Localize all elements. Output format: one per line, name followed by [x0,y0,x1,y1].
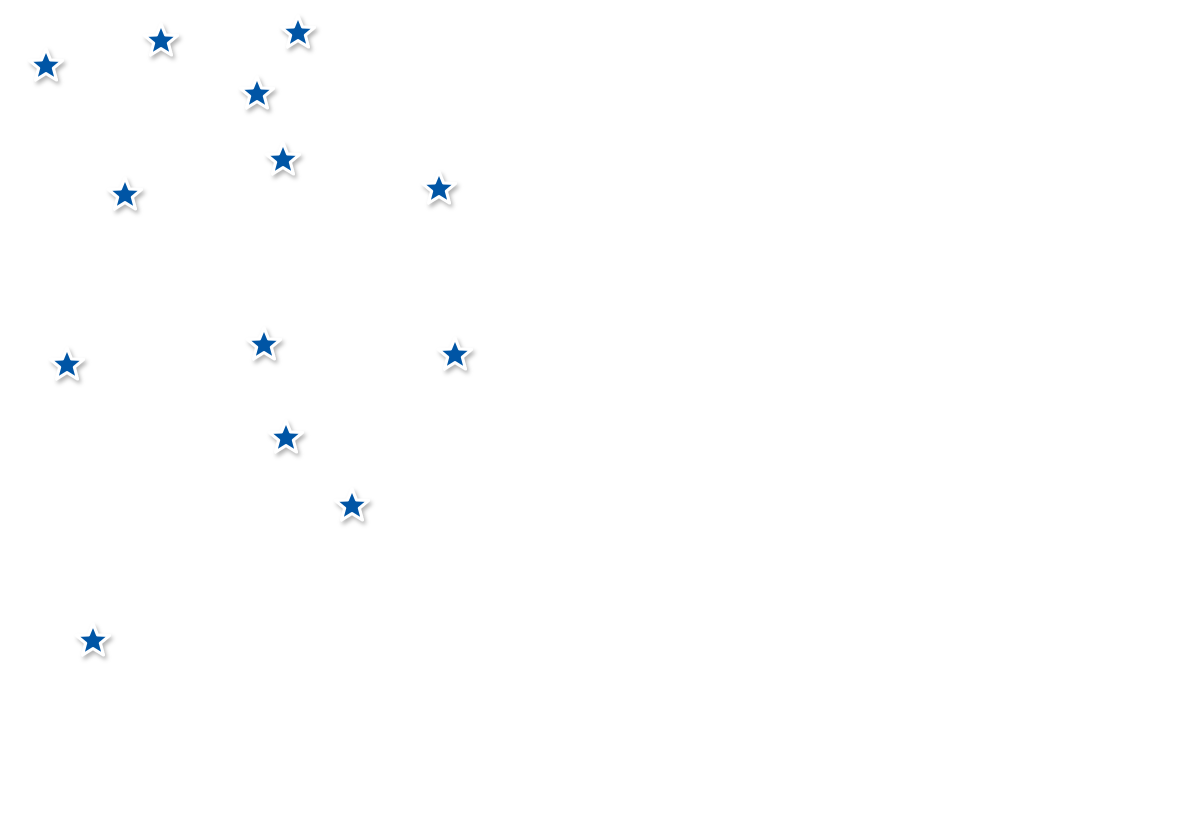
map-marker[interactable] [71,619,115,663]
star-icon [261,138,305,182]
map-marker[interactable] [264,416,308,460]
star-icon [235,72,279,116]
star-icon [433,333,477,377]
map-marker[interactable] [276,11,320,55]
star-icon [242,323,286,367]
star-icon [139,19,183,63]
map-marker[interactable] [417,167,461,211]
map-marker[interactable] [45,343,89,387]
map-marker[interactable] [24,44,68,88]
map-marker[interactable] [235,72,279,116]
star-icon [264,416,308,460]
star-icon [417,167,461,211]
map-marker[interactable] [433,333,477,377]
star-icon [330,484,374,528]
map-marker[interactable] [261,138,305,182]
star-icon [276,11,320,55]
star-icon [45,343,89,387]
star-icon [103,173,147,217]
map-marker[interactable] [330,484,374,528]
map-marker[interactable] [242,323,286,367]
star-icon [24,44,68,88]
map-marker[interactable] [103,173,147,217]
star-icon [71,619,115,663]
map-marker[interactable] [139,19,183,63]
